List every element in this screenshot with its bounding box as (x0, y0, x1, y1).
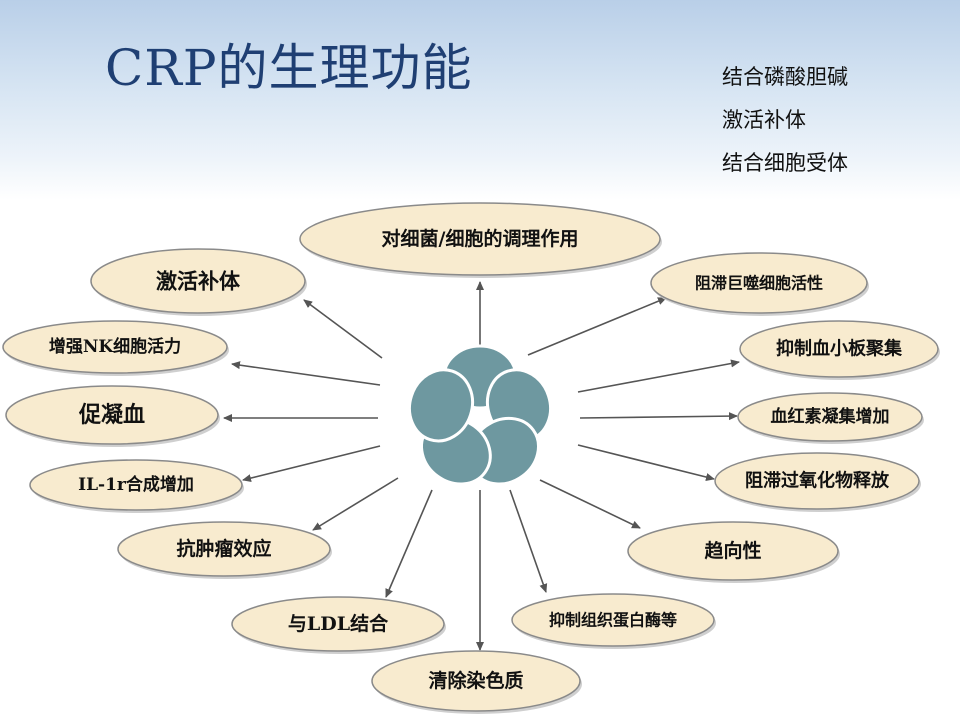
function-node-ellipse (29, 459, 243, 511)
arrow-group (223, 281, 740, 651)
arrow-to-hemoglobin-aggregation (579, 412, 738, 421)
function-node-ellipse (371, 650, 581, 712)
arrow-to-block-peroxide (577, 444, 715, 481)
function-node-ellipse (714, 452, 920, 510)
pentamer-center-pore (473, 411, 487, 425)
function-node-bind-ldl: 与LDL结合 (231, 596, 446, 654)
arrow-to-bind-ldl (385, 489, 433, 598)
arrow-to-block-macrophage (527, 297, 667, 356)
function-label: 对细菌/细胞的调理作用 (382, 227, 579, 250)
side-note-item: 结合磷酸胆碱 (722, 65, 848, 89)
function-label: 激活补体 (156, 269, 241, 294)
function-label: 抑制组织蛋白酶等 (549, 611, 677, 630)
arrow-to-inhibit-platelet (577, 359, 740, 393)
function-label: 与LDL结合 (288, 612, 389, 635)
header-band (0, 0, 960, 200)
function-label: 血红素凝集增加 (771, 406, 890, 427)
function-node-ellipse (650, 252, 868, 314)
function-node-ellipse (299, 202, 661, 276)
function-node-ellipse (5, 385, 219, 445)
function-node-regulate-bacteria-cells: 对细菌/细胞的调理作用 (299, 202, 662, 278)
function-node-inhibit-platelet: 抑制血小板聚集 (739, 320, 940, 380)
function-node-anti-tumor: 抗肿瘤效应 (117, 521, 332, 579)
function-label: IL-1r合成增加 (78, 474, 194, 495)
function-label: 促凝血 (78, 402, 145, 428)
function-node-ellipse (231, 596, 445, 652)
function-node-ellipse (117, 521, 331, 577)
function-label: 阻滞巨噬细胞活性 (695, 274, 823, 293)
slide-title: CRP的生理功能 (105, 39, 473, 97)
function-node-clear-chromatin: 清除染色质 (371, 650, 582, 714)
arrow-to-il1r-increase (242, 445, 381, 482)
function-node-ellipse (737, 392, 923, 442)
function-node-ellipse (90, 248, 306, 314)
function-node-il1r-increase: IL-1r合成增加 (29, 459, 244, 513)
function-node-ellipse (739, 320, 939, 378)
function-label: 抗肿瘤效应 (176, 537, 271, 560)
function-node-ellipse (627, 521, 839, 581)
side-note-item: 结合细胞受体 (722, 151, 848, 175)
function-node-ellipse (511, 593, 715, 647)
arrow-to-anti-tumor (312, 477, 399, 531)
function-node-block-peroxide: 阻滞过氧化物释放 (714, 452, 921, 512)
function-node-ellipse (2, 320, 228, 374)
crp-pentamer-icon (407, 344, 553, 486)
side-note-item: 激活补体 (722, 108, 806, 132)
arrow-to-inhibit-protease (509, 489, 548, 593)
side-notes: 结合磷酸胆碱 激活补体 结合细胞受体 (722, 56, 848, 185)
function-node-activate-complement: 激活补体 (90, 248, 307, 316)
function-node-chemotaxis: 趋向性 (627, 521, 840, 583)
function-label: 抑制血小板聚集 (776, 338, 903, 360)
arrow-to-activate-complement (303, 299, 383, 359)
function-node-enhance-nk: 增强NK细胞活力 (2, 320, 229, 376)
function-node-block-macrophage: 阻滞巨噬细胞活性 (650, 252, 869, 316)
function-label: 增强NK细胞活力 (49, 336, 181, 357)
function-label: 清除染色质 (428, 669, 523, 692)
function-label: 阻滞过氧化物释放 (745, 470, 890, 492)
function-node-inhibit-protease: 抑制组织蛋白酶等 (511, 593, 716, 649)
function-node-promote-coagulation: 促凝血 (5, 385, 220, 447)
arrow-to-enhance-nk (231, 361, 381, 386)
function-label: 趋向性 (704, 539, 761, 562)
arrow-to-chemotaxis (539, 479, 641, 529)
function-node-hemoglobin-aggregation: 血红素凝集增加 (737, 392, 924, 444)
pentamer-subunit (407, 368, 475, 443)
